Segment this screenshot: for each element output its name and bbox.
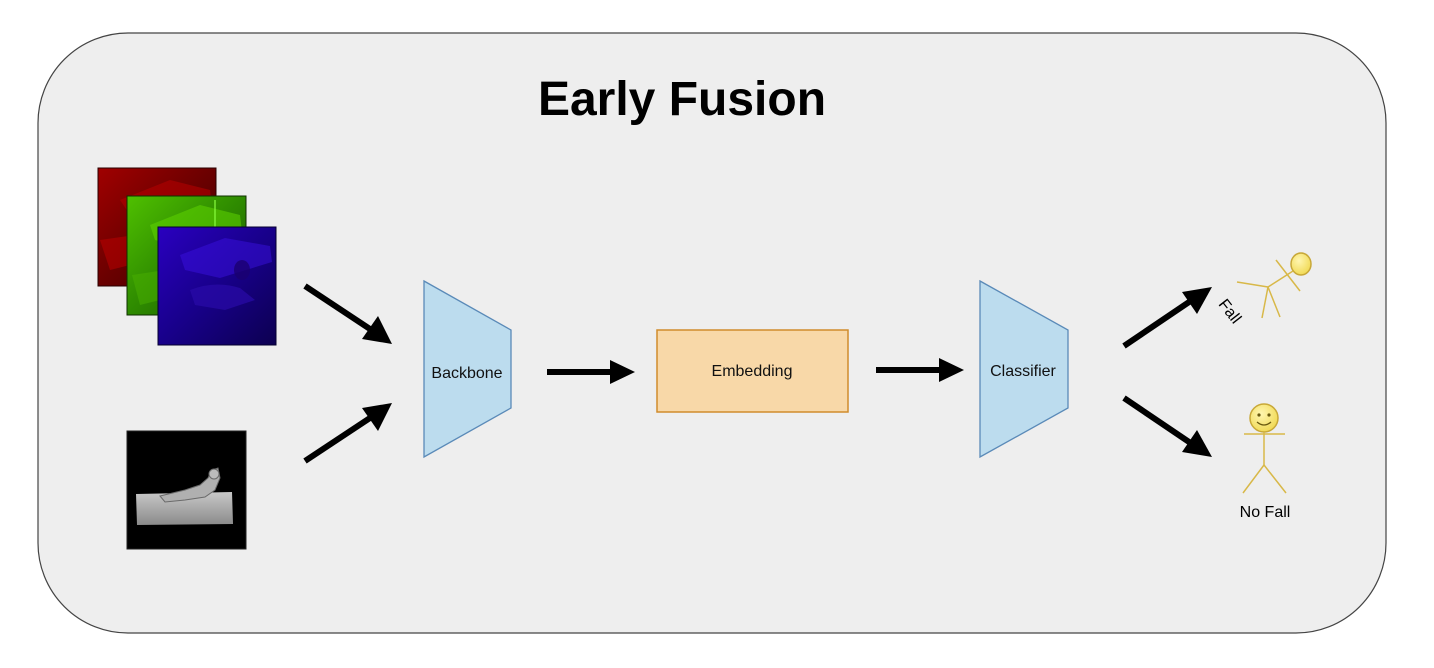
arrow-depth-to-backbone: [303, 403, 392, 464]
arrow-embedding-to-classifier: [876, 358, 964, 382]
arrow-classifier-to-no-fall: [1122, 395, 1212, 457]
arrow-backbone-to-embedding: [547, 360, 635, 384]
no-fall-label: No Fall: [1240, 504, 1291, 521]
backbone-block: Backbone: [423, 279, 512, 459]
no-fall-stick-figure-icon: [1242, 403, 1287, 494]
blue-channel-image: [157, 226, 277, 346]
fall-stick-figure-icon: [1236, 252, 1312, 319]
embedding-block: Embedding: [656, 329, 849, 413]
arrow-classifier-to-fall: [1122, 287, 1212, 349]
arrow-rgb-to-backbone: [303, 283, 392, 344]
backbone-label: Backbone: [431, 365, 502, 382]
rgb-input-stack: [97, 167, 277, 346]
diagram-title: Early Fusion: [538, 73, 826, 126]
classifier-block: Classifier: [979, 279, 1069, 459]
classifier-label: Classifier: [990, 363, 1056, 380]
embedding-label: Embedding: [712, 363, 793, 380]
depth-input-image: [126, 430, 247, 550]
